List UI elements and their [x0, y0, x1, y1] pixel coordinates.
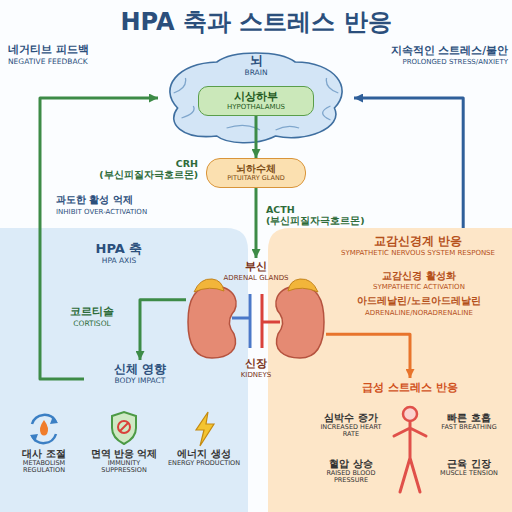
node-subtext: ENERGY PRODUCTION [166, 460, 242, 467]
cycle-head [30, 416, 58, 442]
left-adrenal [194, 279, 224, 292]
artery [262, 294, 280, 348]
annotation-text: 네거티브 피드백 [8, 44, 148, 57]
node-subtext: SYMPATHETIC NERVOUS SYSTEM RESPONSE [328, 249, 508, 257]
symptom-item: 심박수 증가INCREASED HEART RATE [316, 412, 386, 456]
symptom-item: 근육 긴장MUSCLE TENSION [432, 458, 506, 502]
shield [112, 412, 136, 444]
brain-region: 뇌BRAIN 시상하부HYPOTHALAMUS [158, 48, 354, 148]
annotation-text: 교감신경 활성화 [330, 270, 508, 282]
body-impact-heading: 신체 영향BODY IMPACT [84, 360, 196, 398]
node-heading: 근육 긴장 [432, 458, 506, 470]
right-adrenal [288, 279, 318, 292]
node-heading: 시상하부 [203, 91, 309, 104]
symptom-item: 빠른 호흡FAST BREATHING [432, 412, 506, 456]
connector-arrow [40, 98, 158, 379]
annotation-text: NEGATIVE FEEDBACK [8, 58, 148, 67]
node-subtext: FAST BREATHING [432, 424, 506, 431]
hpa-band [0, 228, 248, 512]
node-heading: 신체 영향 [84, 363, 196, 377]
node-heading: HPA 축 [60, 242, 178, 257]
node-subtext: HPA AXIS [60, 257, 178, 266]
node-heading: 뇌 [158, 54, 354, 69]
annotation-text: INHIBIT OVER-ACTIVATION [56, 208, 226, 216]
left-kidney [188, 286, 236, 358]
connector-arrow [255, 188, 258, 258]
person-body [394, 422, 426, 492]
node-subtext: IMMUNITY SUPPRESSION [86, 460, 162, 475]
annotation-text: 과도한 활성 억제 [56, 194, 226, 206]
symptom-item: 혈압 상승RAISED BLOOD PRESSURE [316, 458, 386, 502]
node-heading: 혈압 상승 [316, 458, 386, 470]
energy-bolt [196, 412, 214, 446]
flame [40, 420, 48, 436]
annotation-text: 아드레날린/노르아드레날린 [330, 296, 508, 307]
sympathetic-band [268, 228, 512, 512]
annotation-text: 지속적인 스트레스/불안 [362, 44, 508, 56]
metabolism-icon [30, 415, 58, 443]
node-heading: 교감신경계 반응 [328, 235, 508, 249]
node-subtext: BODY IMPACT [84, 377, 196, 386]
node-heading: 부신 [186, 261, 326, 274]
node-subtext: RAISED BLOOD PRESSURE [316, 470, 386, 485]
node-heading: 심박수 증가 [316, 412, 386, 424]
effect-item: 면역 반응 억제IMMUNITY SUPPRESSION [86, 412, 162, 508]
node-subtext: BRAIN [158, 69, 354, 78]
connector-arrow [326, 334, 410, 378]
annotation-text: 코르티솔 [48, 306, 136, 319]
node-subtext: HYPOTHALAMUS [203, 103, 309, 111]
pituitary-box: 뇌하수체PITUITARY GLAND [206, 158, 306, 188]
node-heading: 빠른 호흡 [432, 412, 506, 424]
effect-item: 에너지 생성ENERGY PRODUCTION [166, 412, 242, 508]
node-heading: 면역 반응 억제 [86, 448, 162, 460]
node-subtext: INCREASED HEART RATE [316, 424, 386, 439]
node-subtext: METABOLISM REGULATION [6, 460, 82, 475]
hpa-axis-panel: HPA 축HPA AXIS신체 영향BODY IMPACT대사 조절METABO… [0, 228, 248, 512]
edge-label: ACTH (부신피질자극호르몬) [264, 203, 368, 228]
no-sign [118, 421, 130, 433]
annotation-text: CORTISOL [48, 320, 136, 329]
annotation-text: PROLONGED STRESS/ANXIETY [362, 58, 508, 66]
node-subtext: 신장 [186, 358, 326, 371]
edge-label: CRH (부신피질자극호르몬) [96, 157, 200, 182]
node-subtext: PITUITARY GLAND [211, 175, 301, 182]
annotation-text: SYMPATHETIC ACTIVATION [330, 283, 508, 291]
annotation-text: ADRENALINE/NORADRENALINE [330, 309, 508, 317]
person-head [403, 407, 417, 421]
node-heading: 뇌하수체 [211, 164, 301, 175]
vein [232, 294, 250, 348]
hypothalamus-box: 시상하부HYPOTHALAMUS [198, 86, 314, 116]
connector-arrow [255, 116, 258, 158]
effect-item: 대사 조절METABOLISM REGULATION [6, 412, 82, 508]
node-subtext: MUSCLE TENSION [432, 470, 506, 477]
person-figure [394, 407, 426, 492]
node-heading: 급성 스트레스 반응 [312, 382, 508, 395]
adrenal-kidney-group: 부신ADRENAL GLANDS 신장KIDNEYS [186, 258, 326, 381]
acute-response-group: 급성 스트레스 반응심박수 증가INCREASED HEART RATE 빠른 호… [312, 378, 508, 506]
diagram-title: HPA 축과 스트레스 반응 [0, 8, 512, 37]
no-sign-bar [120, 423, 128, 431]
connector-arrow [140, 300, 186, 360]
immunity-icon [112, 412, 136, 444]
right-kidney [276, 286, 324, 358]
node-subtext: KIDNEYS [186, 371, 326, 379]
node-heading: 대사 조절 [6, 448, 82, 460]
node-heading: 에너지 생성 [166, 448, 242, 460]
node-subtext: ADRENAL GLANDS [186, 274, 326, 282]
connector-arrow [354, 98, 463, 228]
